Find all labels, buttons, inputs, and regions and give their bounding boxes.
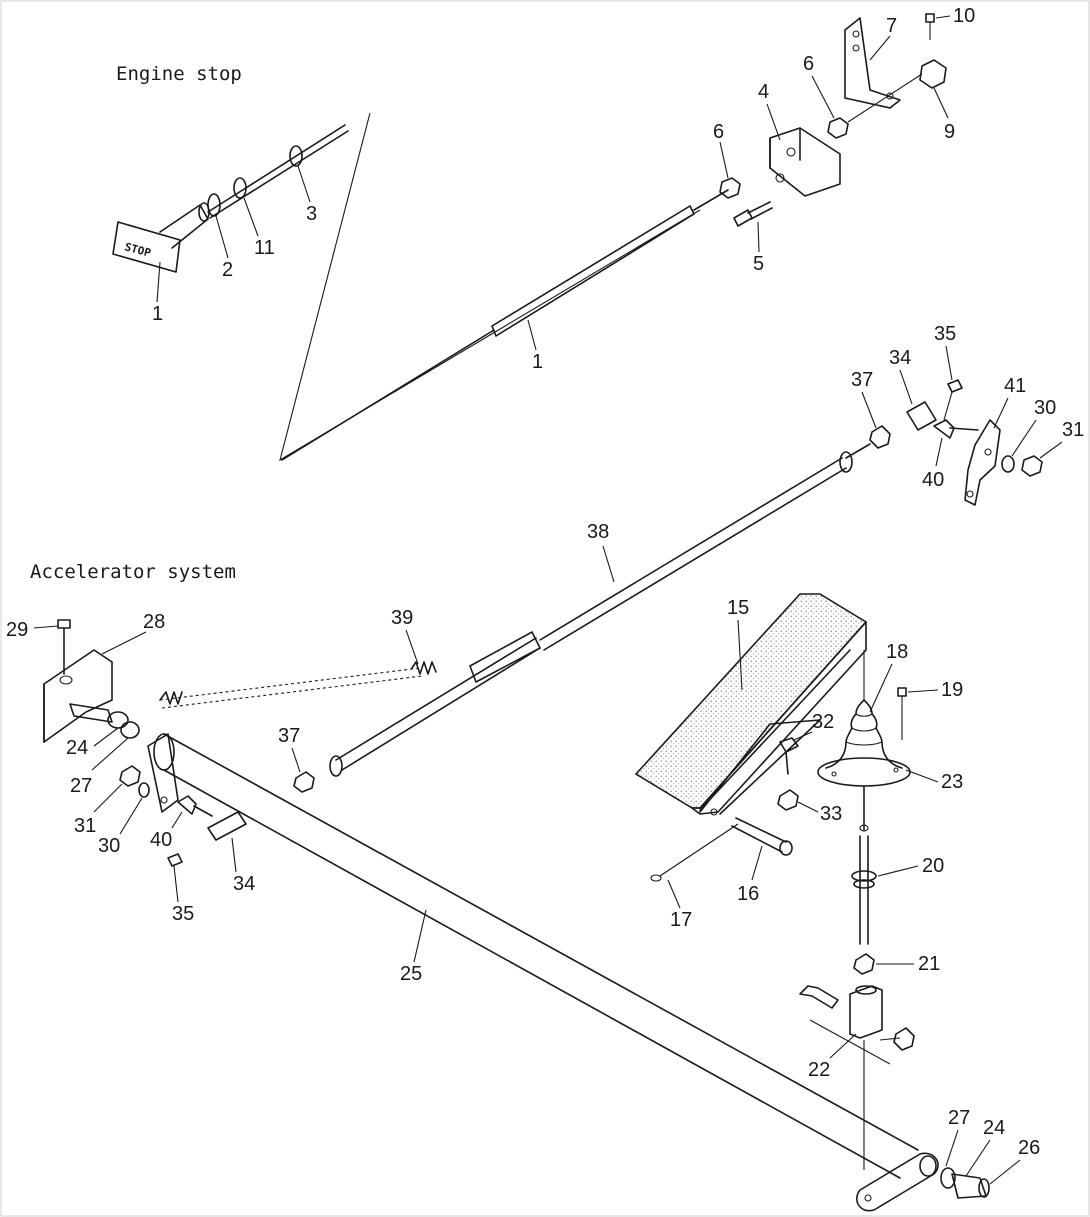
section-title-accelerator-system: Accelerator system	[30, 561, 236, 583]
detail-triangle	[279, 112, 701, 462]
upper-linkage	[869, 379, 1043, 506]
callout-22: 22	[808, 1059, 830, 1081]
callout-27b: 27	[948, 1107, 970, 1129]
callout-31b: 31	[74, 815, 96, 837]
callout-11: 11	[254, 237, 275, 259]
callout-15: 15	[727, 597, 749, 619]
callout-32: 32	[812, 711, 834, 733]
stop-plate-label: STOP	[123, 240, 152, 260]
callout-6b: 6	[803, 53, 814, 75]
lever-41	[964, 419, 1001, 506]
section-title-engine-stop: Engine stop	[116, 63, 242, 85]
washer-30a	[1001, 455, 1015, 473]
callout-30b: 30	[98, 835, 120, 857]
callout-20: 20	[922, 855, 944, 877]
accelerator-callouts: 35 34 37 41 30 31 40 38 39 28 29 24 27 3…	[6, 323, 1084, 1185]
stop-knob: STOP	[112, 202, 210, 273]
callout-38: 38	[587, 521, 609, 543]
washer-30b	[138, 782, 150, 798]
nut-6a	[719, 177, 741, 199]
nut-31b	[119, 765, 141, 787]
callout-37b: 37	[278, 725, 300, 747]
callout-5: 5	[753, 253, 764, 275]
callout-1b: 1	[532, 351, 543, 373]
nut-37b	[293, 771, 315, 793]
callout-1a: 1	[152, 303, 163, 325]
callout-3: 3	[306, 203, 317, 225]
stop-cable-sheath	[491, 205, 695, 337]
sleeve-34a	[906, 401, 937, 431]
callout-35b: 35	[172, 903, 194, 925]
pin-16	[731, 817, 793, 856]
callout-24a: 24	[66, 737, 88, 759]
bracket-28	[43, 619, 113, 743]
callout-24b: 24	[983, 1117, 1005, 1139]
callout-2: 2	[222, 259, 233, 281]
callout-31a: 31	[1062, 419, 1084, 441]
lever-left	[119, 733, 315, 867]
callout-40b: 40	[150, 829, 172, 851]
engine-stop-callouts: 1 2 11 3 1 6 4 6 7 10 9 5	[152, 5, 975, 373]
callout-26: 26	[1018, 1137, 1040, 1159]
callout-19: 19	[941, 679, 963, 701]
nut-3	[289, 145, 303, 167]
callout-25: 25	[400, 963, 422, 985]
bolt-35a	[947, 379, 963, 393]
spring-39	[159, 661, 437, 709]
rod-end-left	[69, 703, 140, 739]
rod-20	[851, 785, 877, 945]
nut-31a	[1021, 455, 1043, 477]
bolt-10	[925, 13, 935, 23]
callout-23: 23	[941, 771, 963, 793]
callout-9: 9	[944, 121, 955, 143]
callout-18: 18	[886, 641, 908, 663]
stop-rod	[207, 124, 346, 213]
callout-39: 39	[391, 607, 413, 629]
callout-17: 17	[670, 909, 692, 931]
bracket-7	[844, 17, 901, 109]
nut-33	[777, 789, 799, 811]
callout-41: 41	[1004, 375, 1026, 397]
callout-28: 28	[143, 611, 165, 633]
callout-6a: 6	[713, 121, 724, 143]
washer-2	[207, 193, 221, 217]
stop-cable-wire	[281, 329, 495, 461]
callout-7: 7	[886, 15, 897, 37]
nut-21	[853, 953, 875, 975]
callout-34b: 34	[233, 873, 255, 895]
nut-37a	[869, 425, 891, 449]
bolt-35b	[167, 853, 183, 867]
accelerator-cable	[329, 443, 871, 777]
callout-16: 16	[737, 883, 759, 905]
callout-37a: 37	[851, 369, 873, 391]
callout-30a: 30	[1034, 397, 1056, 419]
callout-27a: 27	[70, 775, 92, 797]
callout-34a: 34	[889, 347, 911, 369]
callout-21: 21	[918, 953, 940, 975]
bolt-19	[897, 687, 907, 697]
callout-35a: 35	[934, 323, 956, 345]
nut-9	[919, 59, 947, 89]
bracket-4	[769, 127, 841, 197]
nut-6b	[827, 117, 849, 139]
bolt-40b	[177, 795, 197, 815]
yoke-22	[799, 985, 915, 1170]
callout-29: 29	[6, 619, 28, 641]
callout-33: 33	[820, 803, 842, 825]
cross-shaft-25	[153, 733, 919, 1179]
nut-11	[233, 177, 247, 199]
lever-right	[856, 1152, 990, 1212]
callout-4: 4	[758, 81, 769, 103]
accelerator-pedal-15	[634, 593, 868, 816]
bolt-40a	[933, 419, 955, 439]
sleeve-34b	[207, 811, 247, 841]
bolt-32	[779, 737, 799, 753]
split-pin-17	[650, 823, 739, 882]
callout-10: 10	[953, 5, 975, 27]
callout-40a: 40	[922, 469, 944, 491]
